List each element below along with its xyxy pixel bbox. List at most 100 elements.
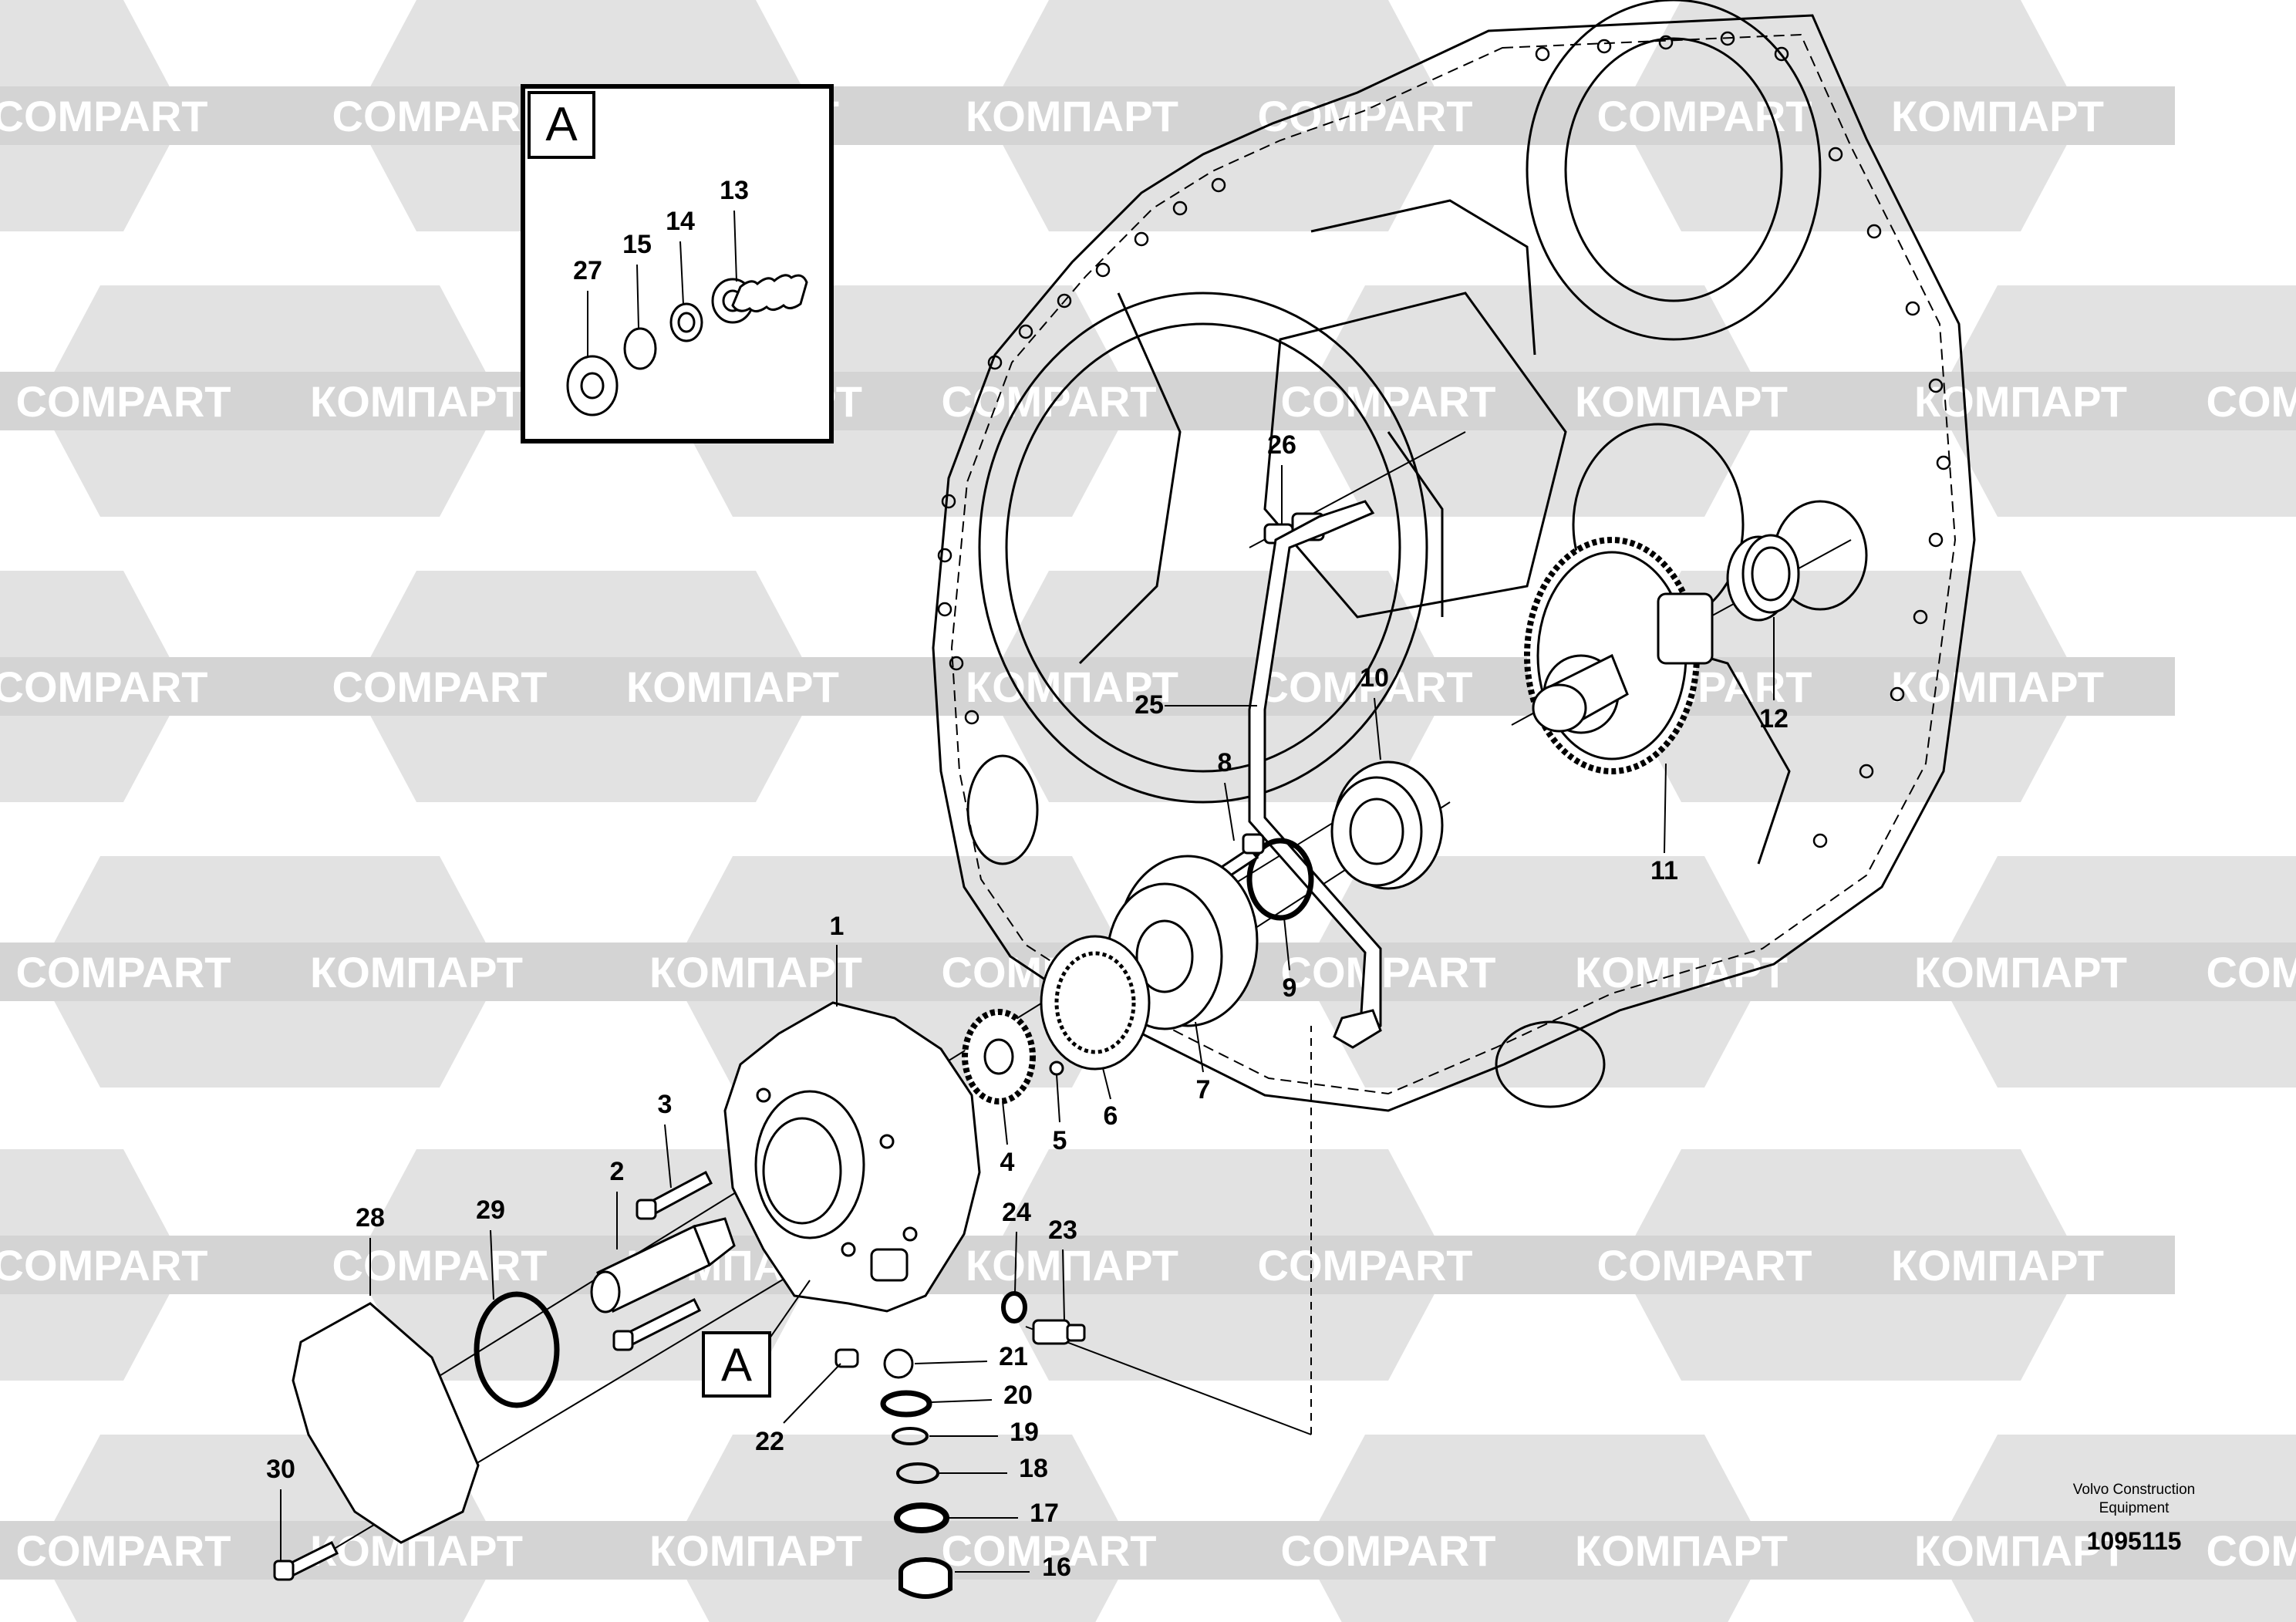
part-2-shaft bbox=[590, 1217, 736, 1313]
part-12-roller-bearing bbox=[1726, 534, 1800, 622]
callout-label-23: 23 bbox=[1048, 1216, 1077, 1245]
figure-footer: Volvo Construction Equipment 1095115 bbox=[2034, 1481, 2234, 1556]
watermark-word: COMPART bbox=[2207, 377, 2296, 426]
leader-line-13 bbox=[733, 210, 737, 282]
housing-bolt-hole bbox=[937, 548, 952, 563]
housing-bolt-hole bbox=[1095, 262, 1111, 278]
callout-label-7: 7 bbox=[1196, 1075, 1211, 1104]
leader-line-3 bbox=[664, 1124, 672, 1189]
watermark-word: КОМПАРТ bbox=[1914, 377, 2127, 426]
detail-a-box-label: A bbox=[545, 98, 578, 151]
housing-bolt-hole bbox=[1928, 532, 1944, 548]
housing-bolt-hole bbox=[1812, 833, 1828, 848]
housing-bolt-hole bbox=[937, 602, 952, 617]
watermark-word: COMPART bbox=[1281, 377, 1496, 426]
housing-bolt-hole bbox=[1134, 231, 1149, 247]
part-17-ring bbox=[894, 1502, 949, 1533]
detail-a-box: A bbox=[521, 84, 834, 443]
callout-label-17: 17 bbox=[1030, 1499, 1059, 1528]
leader-line-15 bbox=[636, 264, 639, 329]
watermark-word: КОМПАРТ bbox=[649, 1526, 862, 1575]
callout-label-19: 19 bbox=[1010, 1418, 1039, 1447]
leader-line-11 bbox=[1664, 763, 1667, 854]
watermark-word: COMPART bbox=[332, 1241, 548, 1290]
housing-bolt-holes bbox=[937, 31, 1951, 848]
watermark-word: COMPART bbox=[16, 948, 231, 996]
part-16-plug bbox=[899, 1557, 952, 1599]
part-3-bolt-upper bbox=[636, 1170, 713, 1220]
callout-labels: 1234567891011121314151617181920212223242… bbox=[266, 176, 1789, 1582]
callout-label-13: 13 bbox=[720, 176, 749, 205]
watermark-word: COMPART bbox=[1258, 1241, 1473, 1290]
callout-label-28: 28 bbox=[356, 1203, 385, 1233]
watermark-word: КОМПАРТ bbox=[310, 948, 523, 996]
callout-leaders bbox=[280, 210, 1775, 1573]
watermark-word: КОМПАРТ bbox=[966, 92, 1178, 140]
watermark-word: COMPART bbox=[1258, 663, 1473, 711]
housing-bolt-hole bbox=[1936, 455, 1951, 470]
callout-label-27: 27 bbox=[573, 256, 602, 285]
part-18-washer bbox=[896, 1462, 939, 1484]
callout-label-25: 25 bbox=[1135, 690, 1164, 720]
callout-label-4: 4 bbox=[1000, 1148, 1015, 1177]
watermark-word: COMPART bbox=[1597, 92, 1812, 140]
housing-bolt-hole bbox=[1018, 324, 1033, 339]
watermark-word: COMPART bbox=[16, 1526, 231, 1575]
housing-bolt-hole bbox=[1720, 31, 1735, 46]
part-9-o-ring bbox=[1246, 838, 1314, 921]
watermark-word: COMPART bbox=[2207, 948, 2296, 996]
watermark-word: КОМПАРТ bbox=[1891, 1241, 2104, 1290]
leader-line-29 bbox=[490, 1229, 494, 1300]
housing-bolt-hole bbox=[941, 494, 956, 509]
housing-bolt-hole bbox=[964, 710, 979, 725]
part-11-gear bbox=[1524, 537, 1714, 774]
leader-line-23 bbox=[1062, 1249, 1065, 1321]
housing-bolt-hole bbox=[987, 355, 1003, 370]
part-25-pipe-nut bbox=[1333, 1009, 1382, 1049]
part-21-ball bbox=[883, 1348, 914, 1379]
watermark-word: COMPART bbox=[0, 1241, 207, 1290]
housing-bolt-hole bbox=[1890, 686, 1905, 702]
watermark-word: COMPART bbox=[942, 377, 1157, 426]
housing-bolt-hole bbox=[1535, 46, 1550, 62]
housing-bolt-hole bbox=[1828, 147, 1843, 162]
leader-line-7 bbox=[1195, 1021, 1204, 1073]
callout-label-6: 6 bbox=[1104, 1101, 1118, 1131]
part-28-cover bbox=[292, 1302, 480, 1544]
part-5-pin bbox=[1049, 1061, 1064, 1076]
watermark-word: КОМПАРТ bbox=[1891, 663, 2104, 711]
watermark-word: COMPART bbox=[16, 377, 231, 426]
callout-label-9: 9 bbox=[1283, 973, 1297, 1003]
callout-label-8: 8 bbox=[1218, 748, 1232, 777]
part-19-o-ring bbox=[892, 1427, 929, 1445]
callout-label-12: 12 bbox=[1759, 704, 1789, 733]
part-30-bolt bbox=[273, 1540, 339, 1581]
part-6-internal-gear bbox=[1040, 935, 1151, 1071]
housing-bolt-hole bbox=[1913, 609, 1928, 625]
watermark-word: КОМПАРТ bbox=[1891, 92, 2104, 140]
callout-label-26: 26 bbox=[1267, 430, 1296, 460]
figure-number: 1095115 bbox=[2086, 1527, 2182, 1555]
watermark-word: КОМПАРТ bbox=[966, 663, 1178, 711]
transmission-housing bbox=[932, 0, 1976, 1112]
callout-label-22: 22 bbox=[755, 1427, 784, 1456]
housing-bolt-hole bbox=[1172, 201, 1188, 216]
leader-line-22 bbox=[783, 1363, 841, 1424]
detail-a-marker-label: A bbox=[721, 1339, 752, 1391]
watermark-word: COMPART bbox=[1281, 948, 1496, 996]
footer-brand-line1: Volvo Construction bbox=[2072, 1482, 2196, 1498]
callout-label-16: 16 bbox=[1042, 1553, 1071, 1582]
leader-line-20 bbox=[931, 1399, 993, 1403]
housing-bolt-hole bbox=[1057, 293, 1072, 309]
housing-bolt-hole bbox=[1866, 224, 1882, 239]
callout-label-30: 30 bbox=[266, 1455, 295, 1484]
leader-line-21 bbox=[914, 1361, 988, 1364]
leader-line-4 bbox=[1002, 1101, 1008, 1145]
watermark-word: КОМПАРТ bbox=[1914, 1526, 2127, 1575]
leader-line-5 bbox=[1056, 1074, 1060, 1123]
callout-label-18: 18 bbox=[1019, 1454, 1048, 1483]
watermark-word: КОМПАРТ bbox=[310, 377, 523, 426]
watermark-word: COMPART bbox=[0, 92, 207, 140]
housing-bolt-hole bbox=[1774, 46, 1789, 62]
callout-label-15: 15 bbox=[622, 230, 652, 259]
